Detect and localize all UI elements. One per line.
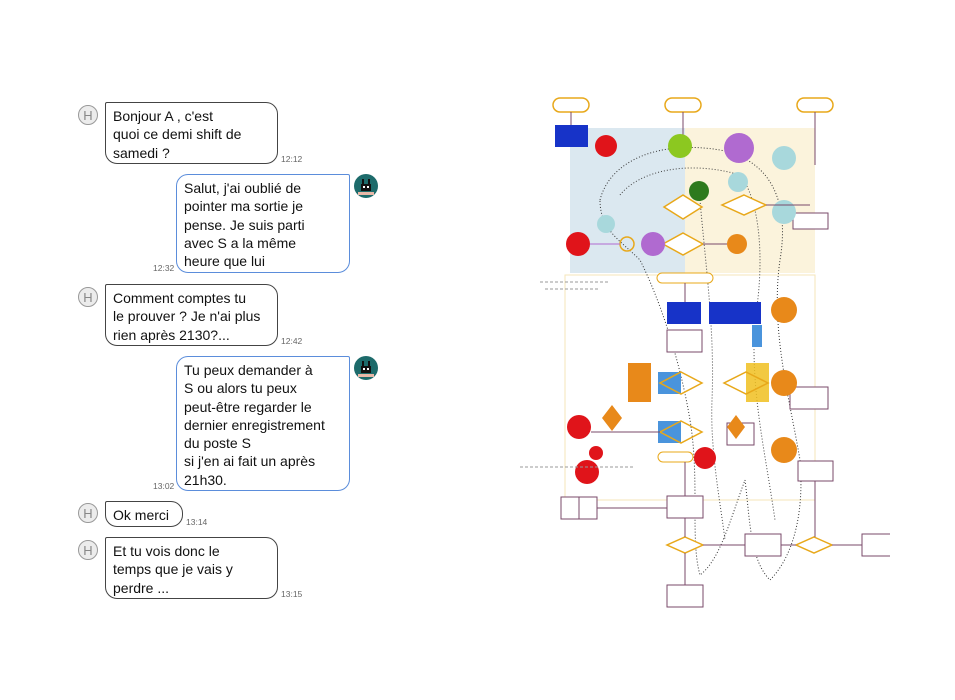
bunny-icon — [358, 179, 374, 195]
process-box — [861, 533, 890, 557]
process-box — [666, 584, 704, 608]
circle-darkgreen — [689, 181, 709, 201]
avatar-h: H — [78, 287, 98, 307]
decision-diamond — [665, 536, 705, 554]
avatar-h: H — [78, 540, 98, 560]
process-box-yellow — [746, 363, 769, 402]
bunny-icon — [358, 361, 374, 377]
circle-red — [694, 447, 716, 469]
flowchart-artwork — [520, 97, 890, 608]
message-time: 12:32 — [153, 263, 175, 273]
process-box — [744, 533, 782, 557]
circle-orange — [771, 297, 797, 323]
circle-red — [595, 135, 617, 157]
decision-diamond — [662, 194, 704, 220]
circle-teal — [728, 172, 748, 192]
circle-teal — [597, 215, 615, 233]
message-bubble-incoming: Comment comptes tu le prouver ? Je n'ai … — [105, 284, 278, 346]
circle-red — [567, 415, 591, 439]
circle-teal — [772, 146, 796, 170]
pill — [657, 451, 694, 463]
message-time: 13:02 — [153, 481, 175, 491]
circle-orange — [727, 234, 747, 254]
avatar-h: H — [78, 105, 98, 125]
decision-diamond — [794, 536, 834, 554]
circle-purple — [641, 232, 665, 256]
figure-sketch-inner — [619, 167, 776, 521]
decision-diamond — [722, 371, 770, 395]
bunny-avatar — [354, 174, 378, 198]
process-box — [666, 329, 703, 353]
message-bubble-incoming: Ok merci — [105, 501, 183, 527]
start-pill — [664, 97, 702, 113]
message-time: 13:15 — [281, 589, 303, 599]
process-box — [797, 460, 834, 482]
circle-orange — [771, 437, 797, 463]
start-pill — [796, 97, 834, 113]
process-box-orange — [628, 363, 651, 402]
message-bubble-incoming: Et tu vois donc le temps que je vais y p… — [105, 537, 278, 599]
process-box-lightblue — [658, 421, 681, 443]
avatar-h: H — [78, 503, 98, 523]
message-bubble-outgoing: Salut, j'ai oublié de pointer ma sortie … — [176, 174, 350, 273]
process-box-blue — [555, 125, 588, 147]
message-time: 12:42 — [281, 336, 303, 346]
decision-diamond — [658, 371, 704, 395]
message-bubble-incoming: Bonjour A , c'est quoi ce demi shift de … — [105, 102, 278, 164]
bunny-avatar — [354, 356, 378, 380]
process-box — [792, 212, 829, 230]
decision-diamond — [658, 420, 704, 444]
process-box-lightblue — [658, 372, 681, 394]
circle-orange — [771, 370, 797, 396]
start-pill — [552, 97, 590, 113]
message-bubble-outgoing: Tu peux demander à S ou alors tu peux pe… — [176, 356, 350, 491]
process-box-blue — [709, 302, 761, 324]
process-box-lightblue — [752, 325, 762, 347]
process-box — [666, 495, 704, 519]
pill — [656, 272, 714, 284]
message-time: 13:14 — [186, 517, 208, 527]
process-box-blue — [667, 302, 701, 324]
circle-teal — [772, 200, 796, 224]
decision-diamond — [661, 232, 705, 256]
circle-red — [575, 460, 599, 484]
chat-panel: H Bonjour A , c'est quoi ce demi shift d… — [78, 102, 378, 599]
decision-diamond-filled — [727, 415, 745, 439]
circle-green — [668, 134, 692, 158]
process-box — [789, 386, 829, 410]
circle-red — [589, 446, 603, 460]
decision-diamond-filled — [602, 405, 622, 431]
circle-red — [566, 232, 590, 256]
decision-diamond — [720, 194, 768, 216]
message-time: 12:12 — [281, 154, 303, 164]
circle-purple — [724, 133, 754, 163]
